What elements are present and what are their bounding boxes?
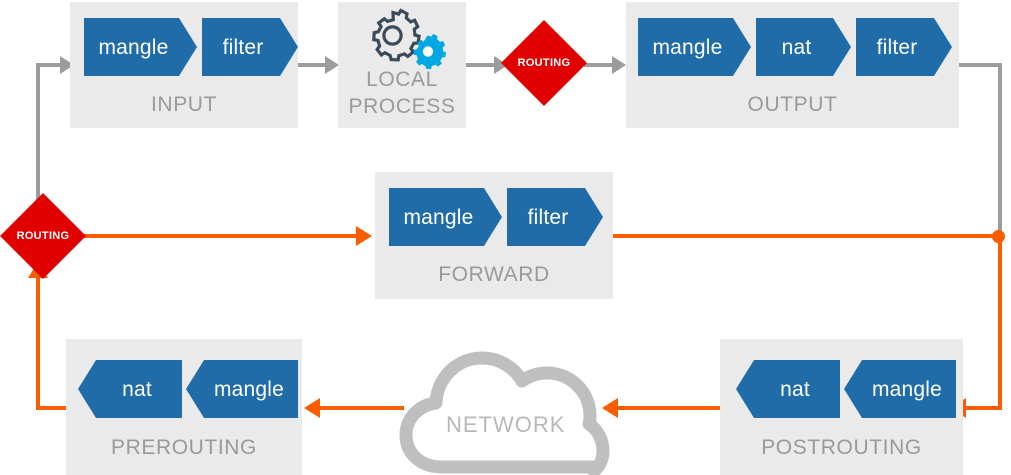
chain-panel-output: mangle nat filter OUTPUT [626, 2, 959, 128]
chain-label-postrouting: POSTROUTING [761, 436, 922, 459]
connector-prerouting-to-left-rail [36, 406, 76, 410]
chip-postrouting-nat[interactable]: nat [736, 360, 840, 418]
cloud-icon [399, 351, 610, 475]
chip-prerouting-nat[interactable]: nat [78, 360, 182, 418]
chain-label-prerouting: PREROUTING [110, 436, 257, 459]
chain-panel-prerouting: nat mangle PREROUTING [66, 339, 302, 475]
chip-label: mangle [871, 377, 943, 401]
chain-label-forward: FORWARD [438, 263, 550, 286]
chip-prerouting-mangle[interactable]: mangle [186, 360, 298, 418]
chip-forward-filter[interactable]: filter [507, 188, 603, 246]
chip-input-filter[interactable]: filter [202, 18, 298, 76]
chip-label: mangle [403, 205, 474, 229]
chip-label: mangle [213, 377, 285, 401]
chain-panel-input: mangle filter INPUT [70, 2, 298, 128]
chip-label: mangle [98, 35, 169, 59]
routing-label: ROUTING [16, 230, 70, 242]
chip-label: filter [876, 35, 918, 59]
chip-output-nat[interactable]: nat [756, 18, 851, 76]
local-process-label-line2: PROCESS [348, 95, 456, 118]
chip-label: nat [780, 377, 810, 401]
gears-icon [372, 8, 447, 70]
chip-label: filter [527, 205, 569, 229]
chain-label-input: INPUT [151, 93, 217, 116]
routing-decision-top[interactable]: ROUTING [501, 20, 587, 106]
chip-output-filter[interactable]: filter [856, 18, 952, 76]
connector-routing-to-forward [78, 234, 360, 238]
chip-label: nat [122, 377, 152, 401]
connector-routing-to-input-vertical [36, 63, 40, 210]
arrowhead-output [612, 56, 626, 74]
connector-junction-down [998, 236, 1002, 408]
connector-forward-to-junction [610, 234, 1002, 238]
connector-routing-to-input-horizontal [36, 63, 74, 67]
arrowhead-forward [356, 226, 372, 246]
chip-postrouting-mangle[interactable]: mangle [844, 360, 956, 418]
network-label: NETWORK [446, 412, 566, 437]
chip-label: filter [222, 35, 264, 59]
chip-output-mangle[interactable]: mangle [638, 18, 751, 76]
routing-label: ROUTING [517, 57, 571, 69]
arrowhead-network [602, 398, 618, 418]
connector-junction-to-postrouting [966, 406, 1002, 410]
chip-label: mangle [652, 35, 723, 59]
chip-forward-mangle[interactable]: mangle [389, 188, 502, 246]
connector-postrouting-to-network [618, 406, 724, 410]
chain-label-output: OUTPUT [747, 93, 838, 116]
connector-routing-to-output [584, 63, 616, 67]
node-local-process: LOCAL PROCESS [338, 2, 466, 128]
connector-local-process-to-routing [466, 63, 498, 67]
connector-output-to-right-rail [958, 63, 1002, 67]
chain-panel-forward: mangle filter FORWARD [375, 172, 613, 299]
arrowhead-local-process [325, 56, 339, 74]
connector-network-to-prerouting [320, 406, 404, 410]
chain-panel-postrouting: nat mangle POSTROUTING [720, 339, 963, 475]
routing-decision-left[interactable]: ROUTING [0, 193, 86, 279]
chip-label: nat [781, 35, 812, 59]
chip-input-mangle[interactable]: mangle [84, 18, 197, 76]
arrowhead-prerouting [304, 398, 320, 418]
connector-left-rail-vertical [36, 278, 40, 410]
connector-input-to-local-process [297, 63, 327, 67]
connector-right-rail-vertical [998, 63, 1002, 238]
local-process-label-line1: LOCAL [366, 68, 438, 91]
